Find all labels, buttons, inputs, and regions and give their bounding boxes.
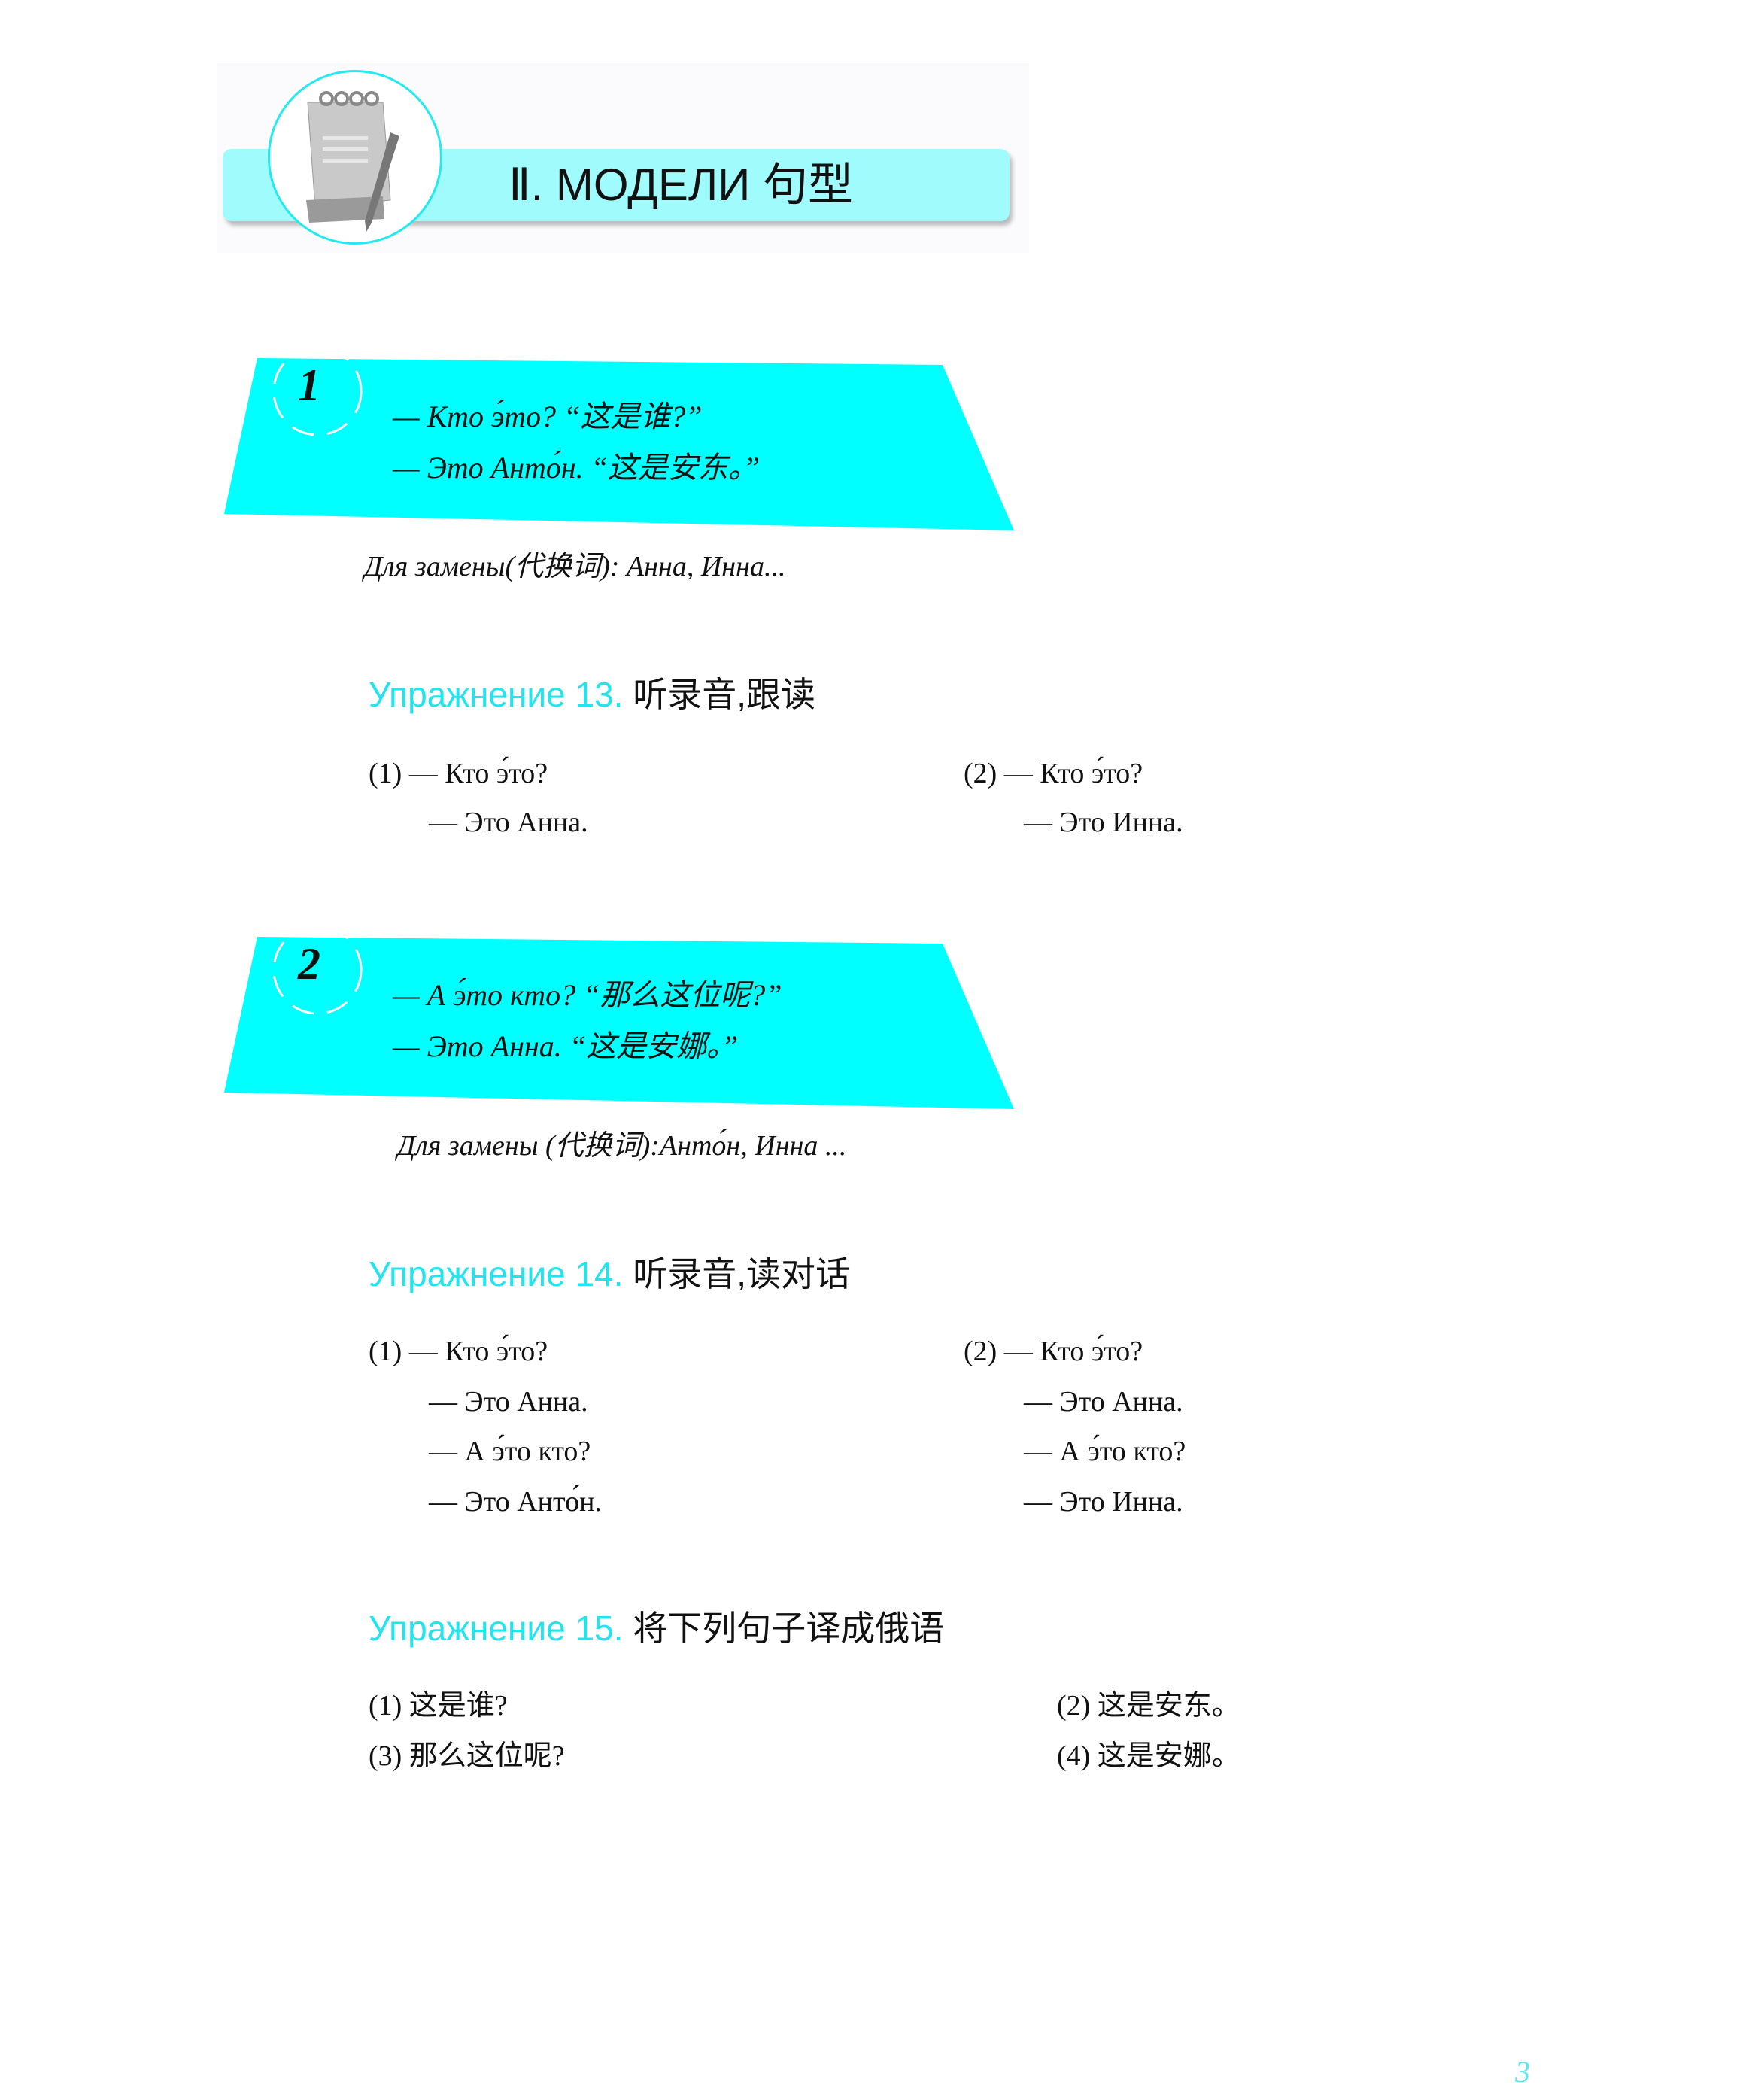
section-title: Ⅱ. МОДЕЛИ 句型 bbox=[509, 160, 854, 210]
exercise-item: (1) — Кто э́то? bbox=[369, 758, 548, 789]
exercise-item: — Это Инна. bbox=[1024, 807, 1183, 838]
exercise-item: — Это Анто́н. bbox=[429, 1486, 602, 1518]
exercise-item: — Это Анна. bbox=[429, 807, 588, 838]
exercise-task: 听录音,读对话 bbox=[633, 1254, 850, 1293]
model-line: — Это Анто́н. “这是安东。” bbox=[393, 451, 761, 485]
exercise-item: (2) — Кто э́то? bbox=[964, 758, 1143, 789]
notepad-pencil-icon bbox=[268, 70, 442, 245]
exercise-task: 将下列句子译成俄语 bbox=[633, 1609, 945, 1648]
exercise-heading: Упражнение 15. 将下列句子译成俄语 bbox=[369, 1607, 944, 1649]
exercise-heading: Упражнение 13. 听录音,跟读 bbox=[369, 673, 815, 716]
exercise-label: Упражнение 13. bbox=[369, 675, 624, 714]
exercise-item: (3) 那么这位呢? bbox=[369, 1740, 565, 1772]
model-line: — А э́то кто? “那么这位呢?” bbox=[393, 978, 782, 1012]
exercise-item: (1) — Кто э́то? bbox=[369, 1336, 548, 1367]
model-line: — Это Анна. “这是安娜。” bbox=[393, 1029, 739, 1063]
model-number: 2 bbox=[298, 939, 320, 989]
model-1-banner bbox=[224, 354, 1014, 530]
exercise-item: — Это Анна. bbox=[429, 1386, 588, 1418]
exercise-label: Упражнение 14. bbox=[369, 1254, 624, 1293]
exercise-label: Упражнение 15. bbox=[369, 1609, 624, 1648]
exercise-item: (4) 这是安娜。 bbox=[1057, 1740, 1240, 1772]
model-2-banner bbox=[224, 932, 1014, 1109]
exercise-item: (1) 这是谁? bbox=[369, 1690, 508, 1722]
substitution-note: Для замены (代换词):Анто́н, Инна ... bbox=[397, 1130, 847, 1162]
exercise-item: — А э́то кто? bbox=[1024, 1436, 1186, 1467]
exercise-task: 听录音,跟读 bbox=[633, 675, 815, 714]
exercise-item: (2) — Кто э́то? bbox=[964, 1336, 1143, 1367]
model-line: — Кто э́то? “这是谁?” bbox=[393, 400, 703, 433]
page-number: 3 bbox=[1515, 2055, 1530, 2089]
model-number: 1 bbox=[298, 360, 320, 410]
exercise-item: — Это Инна. bbox=[1024, 1486, 1183, 1518]
exercise-item: (2) 这是安东。 bbox=[1057, 1690, 1240, 1722]
exercise-item: — Это Анна. bbox=[1024, 1386, 1183, 1418]
exercise-item: — А э́то кто? bbox=[429, 1436, 591, 1467]
exercise-heading: Упражнение 14. 听录音,读对话 bbox=[369, 1253, 850, 1295]
substitution-note: Для замены(代换词): Анна, Инна... bbox=[364, 551, 786, 582]
